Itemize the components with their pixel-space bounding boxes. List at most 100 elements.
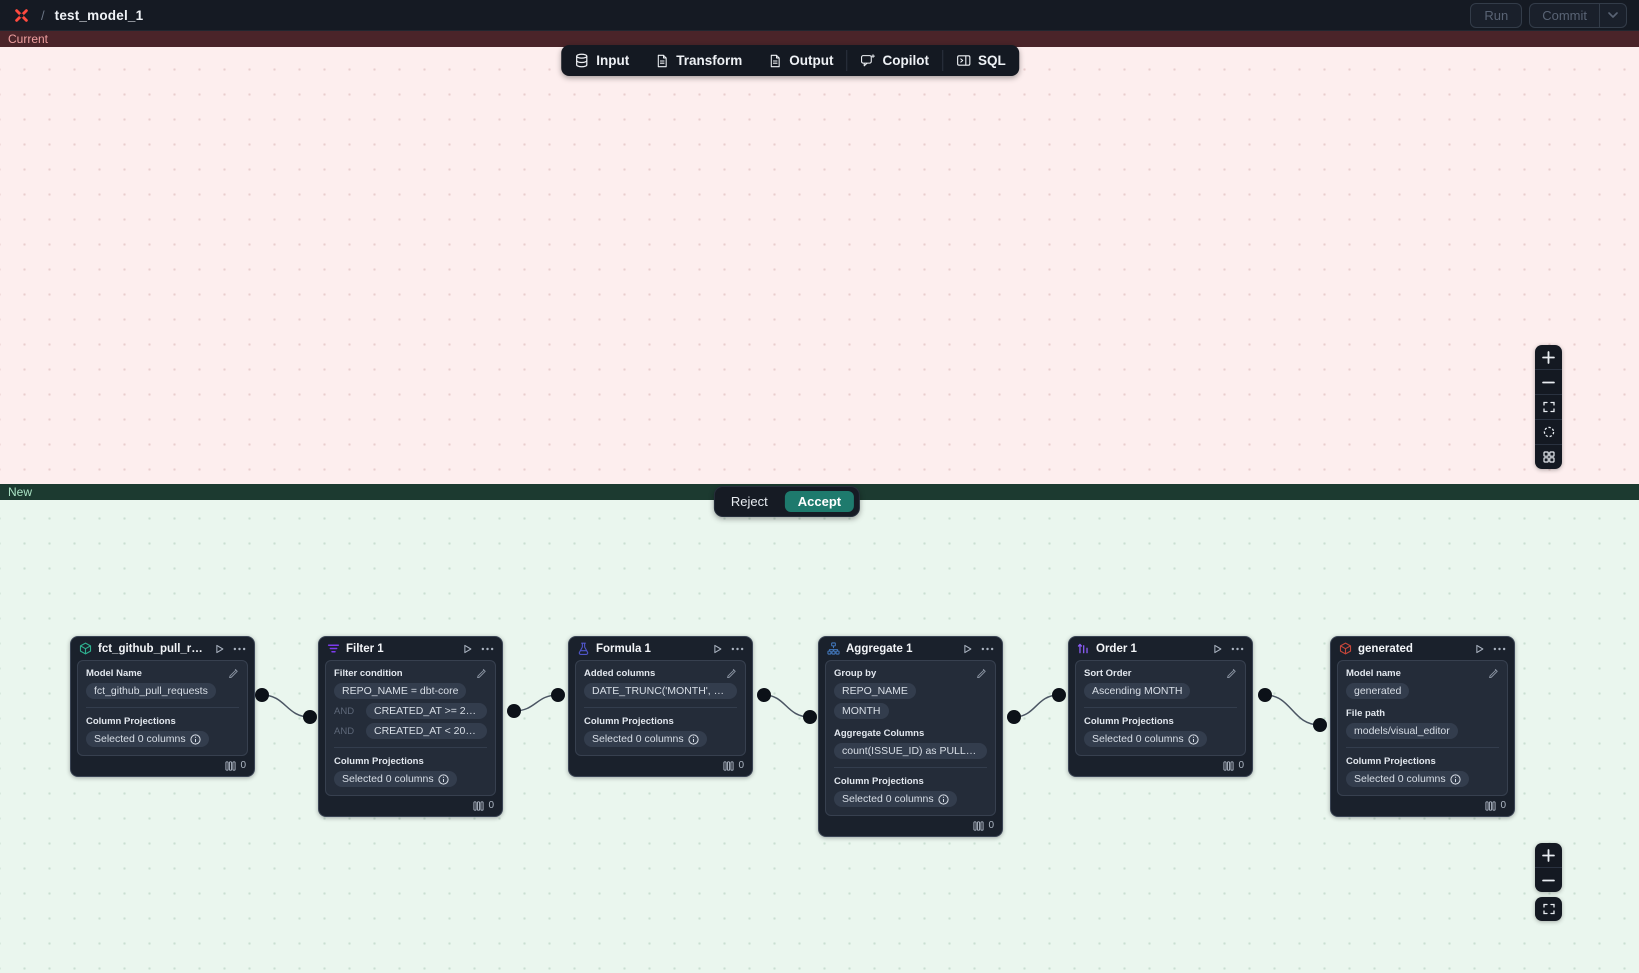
play-icon[interactable]: [213, 643, 225, 655]
minimap-toggle-button[interactable]: [1535, 444, 1562, 469]
connection-handle[interactable]: [1313, 718, 1327, 732]
more-options-icon[interactable]: [1231, 647, 1244, 651]
connection-handle[interactable]: [255, 688, 269, 702]
commit-button[interactable]: Commit: [1542, 7, 1587, 23]
current-canvas-controls: [1535, 345, 1562, 469]
more-options-icon[interactable]: [731, 647, 744, 651]
add-output-button[interactable]: Output: [755, 45, 846, 76]
node-order-1[interactable]: Order 1 Sort Order Ascending MONTH Colum…: [1068, 636, 1253, 777]
toolbar-divider: [942, 50, 943, 71]
result-count: 0: [738, 760, 744, 771]
play-icon[interactable]: [711, 643, 723, 655]
connection-handle[interactable]: [1052, 688, 1066, 702]
node-formula-1[interactable]: Formula 1 Added columns DATE_TRUNC('MONT…: [568, 636, 753, 777]
value-pill: REPO_NAME: [834, 683, 916, 699]
minus-icon: [1542, 874, 1555, 887]
result-count: 0: [988, 820, 994, 831]
more-options-icon[interactable]: [233, 647, 246, 651]
result-count: 0: [1500, 800, 1506, 811]
play-icon[interactable]: [1473, 643, 1485, 655]
connection-handle[interactable]: [303, 710, 317, 724]
node-title: Aggregate 1: [846, 642, 913, 655]
zoom-out-button[interactable]: [1535, 867, 1562, 892]
node-body: Filter condition REPO_NAME = dbt-core AN…: [325, 660, 496, 796]
node-aggregate-1[interactable]: Aggregate 1 Group by REPO_NAME MONTH Agg…: [818, 636, 1003, 837]
section-divider: [1084, 707, 1237, 708]
filter-icon: [327, 642, 340, 655]
play-icon[interactable]: [961, 643, 973, 655]
node-filter-1[interactable]: Filter 1 Filter condition REPO_NAME = db…: [318, 636, 503, 817]
node-actions: [1473, 643, 1506, 655]
edit-pencil-icon[interactable]: [1488, 667, 1499, 678]
current-canvas[interactable]: [0, 47, 1639, 484]
fit-view-button[interactable]: [1535, 897, 1562, 921]
lock-toggle-button[interactable]: [1535, 419, 1562, 444]
node-title: fct_github_pull_requests: [98, 642, 207, 655]
reject-button[interactable]: Reject: [730, 494, 768, 509]
info-icon[interactable]: [1188, 733, 1199, 745]
info-icon[interactable]: [438, 773, 449, 785]
edit-pencil-icon[interactable]: [726, 667, 737, 678]
accept-button[interactable]: Accept: [784, 491, 855, 512]
new-canvas[interactable]: fct_github_pull_requests Model Name fct_…: [0, 500, 1639, 973]
commit-dropdown-button[interactable]: [1599, 3, 1626, 27]
play-icon[interactable]: [1211, 643, 1223, 655]
dbt-logo-icon[interactable]: [12, 6, 31, 25]
info-icon[interactable]: [190, 733, 201, 745]
edit-pencil-icon[interactable]: [1226, 667, 1237, 678]
connection-handle[interactable]: [803, 710, 817, 724]
columns-icon: [1485, 800, 1496, 811]
edit-pencil-icon[interactable]: [228, 667, 239, 678]
columns-icon: [1223, 760, 1234, 771]
connection-handle[interactable]: [507, 704, 521, 718]
add-input-button[interactable]: Input: [561, 45, 642, 76]
toolbar-label: Copilot: [882, 53, 930, 68]
file-icon: [768, 54, 782, 68]
diff-review-bar: Reject Accept: [713, 486, 861, 517]
value-pill: generated: [1346, 683, 1410, 699]
node-generated[interactable]: generated Model name generated File path…: [1330, 636, 1515, 817]
add-transform-button[interactable]: Transform: [642, 45, 755, 76]
value-pill: CREATED_AT < 2025-03-01: [366, 723, 487, 739]
node-footer: 0: [71, 756, 254, 776]
more-options-icon[interactable]: [481, 647, 494, 651]
node-fct-github-pull-requests[interactable]: fct_github_pull_requests Model Name fct_…: [70, 636, 255, 777]
and-operator-label: AND: [334, 725, 355, 737]
section-divider: [584, 707, 737, 708]
node-footer: 0: [319, 796, 502, 816]
more-options-icon[interactable]: [1493, 647, 1506, 651]
node-header: Filter 1: [319, 637, 502, 659]
connection-handle[interactable]: [551, 688, 565, 702]
more-options-icon[interactable]: [981, 647, 994, 651]
zoom-in-button[interactable]: [1535, 843, 1562, 867]
info-icon[interactable]: [688, 733, 699, 745]
edit-pencil-icon[interactable]: [476, 667, 487, 678]
edit-pencil-icon[interactable]: [976, 667, 987, 678]
column-projections-pill: Selected 0 columns: [834, 791, 957, 807]
node-body: Group by REPO_NAME MONTH Aggregate Colum…: [825, 660, 996, 816]
sql-panel-button[interactable]: SQL: [943, 45, 1019, 76]
play-icon[interactable]: [461, 643, 473, 655]
toolbar-divider: [846, 50, 848, 71]
node-footer: 0: [1331, 796, 1514, 816]
section-divider: [86, 707, 239, 708]
fit-view-button[interactable]: [1535, 394, 1562, 419]
info-icon[interactable]: [1450, 773, 1461, 785]
copilot-button[interactable]: Copilot: [848, 45, 943, 76]
header-actions: Run Commit: [1470, 2, 1627, 28]
section-label: Sort Order: [1084, 668, 1132, 679]
current-version-banner: Current: [0, 31, 1639, 47]
connection-handle[interactable]: [1258, 688, 1272, 702]
info-icon[interactable]: [938, 793, 949, 805]
run-button[interactable]: Run: [1470, 2, 1523, 28]
node-header: Aggregate 1: [819, 637, 1002, 659]
edge: [1013, 694, 1060, 718]
value-pill: count(ISSUE_ID) as PULL_REQUEST_…: [834, 743, 987, 759]
section-label: Filter condition: [334, 668, 403, 679]
connection-handle[interactable]: [757, 688, 771, 702]
value-pill: models/visual_editor: [1346, 723, 1458, 739]
zoom-in-button[interactable]: [1535, 345, 1562, 369]
zoom-out-button[interactable]: [1535, 369, 1562, 394]
connection-handle[interactable]: [1007, 710, 1021, 724]
section-label: Aggregate Columns: [834, 728, 925, 739]
